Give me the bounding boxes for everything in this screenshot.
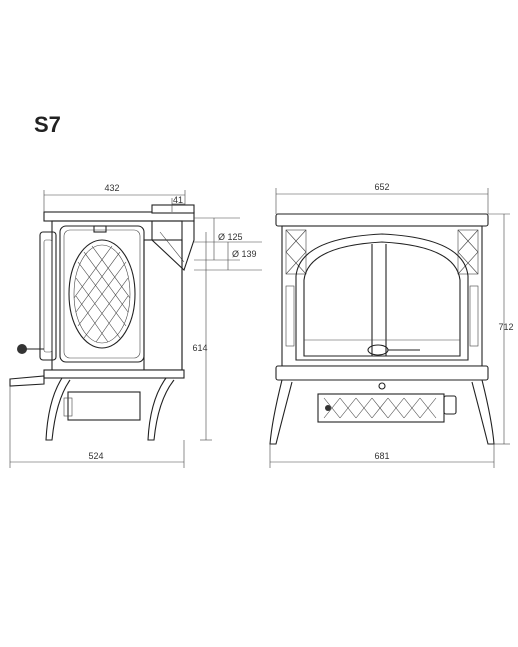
front-view (269, 213, 495, 445)
side-door-edge (39, 231, 57, 361)
front-corner-lattice (285, 229, 479, 275)
side-lattice (73, 245, 131, 343)
side-underbox (67, 391, 141, 421)
ash-drawer-lattice (323, 397, 437, 419)
door-inner (303, 241, 461, 357)
side-body (51, 220, 183, 372)
front-base (275, 365, 489, 381)
dim-614: 614 (192, 343, 207, 353)
ash-tray (9, 375, 45, 387)
door-frame (295, 233, 469, 361)
logo-badge (93, 225, 107, 233)
dim-712: 712 (498, 322, 513, 332)
rear-flue (151, 220, 195, 271)
dim-681: 681 (374, 451, 389, 461)
door-handle (17, 344, 27, 354)
front-leg-right (471, 379, 495, 445)
front-door-handle (367, 344, 389, 356)
dim-d125: Ø 125 (218, 232, 243, 242)
dim-652: 652 (374, 182, 389, 192)
dim-432: 432 (104, 183, 119, 193)
side-leg-front (45, 377, 71, 441)
dim-524: 524 (88, 451, 103, 461)
side-dimensions: 432 41 Ø 125 Ø 139 614 524 (9, 183, 262, 468)
ash-drawer (317, 393, 445, 423)
dim-d139: Ø 139 (232, 249, 257, 259)
side-leg-back (147, 377, 175, 441)
model-title: S7 (34, 112, 61, 137)
dim-41: 41 (173, 195, 183, 205)
side-base (43, 369, 185, 379)
front-top-plate (275, 213, 489, 227)
flue-collar (151, 204, 195, 214)
front-leg-left (269, 379, 293, 445)
side-view (9, 204, 195, 441)
side-panel-oval (68, 239, 136, 349)
front-dimensions: 652 712 681 (269, 182, 514, 468)
